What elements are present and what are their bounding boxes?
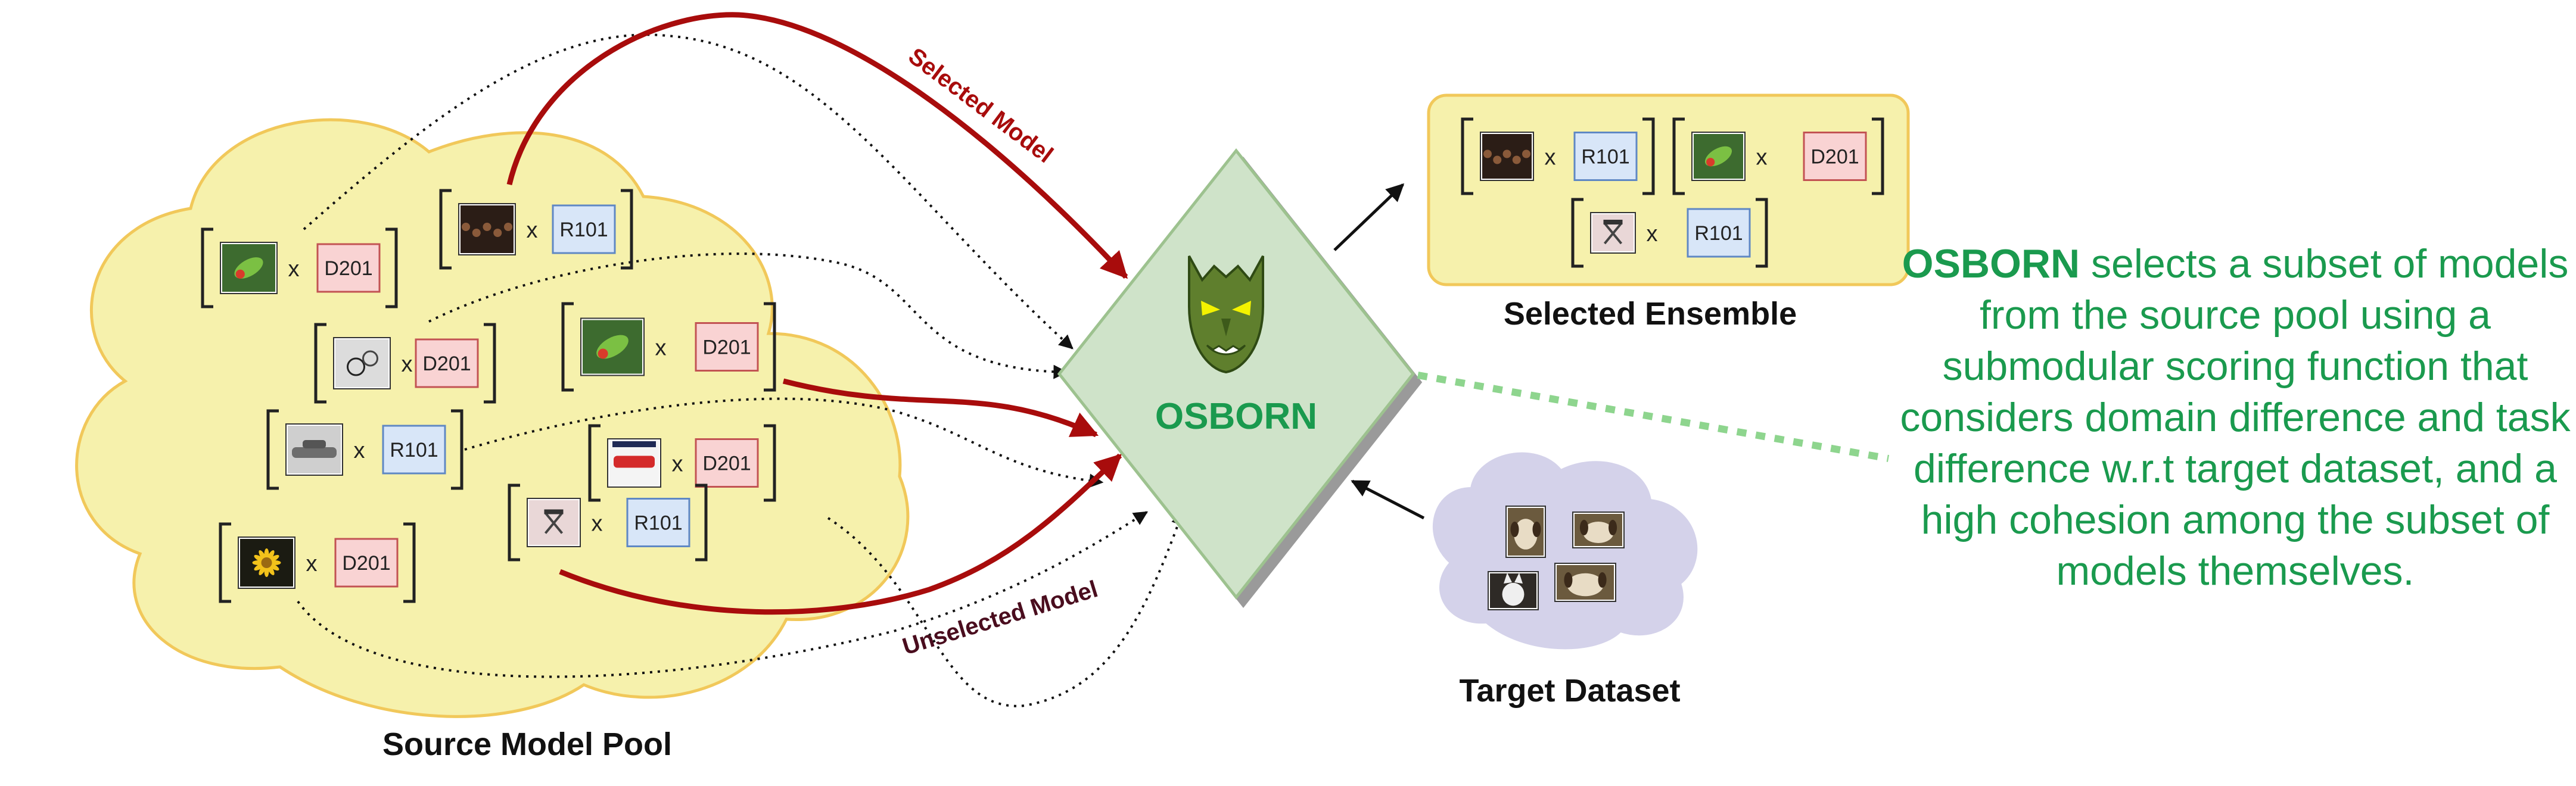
pool-pair-7: x R101 — [508, 484, 708, 562]
densenet-tag: D201 — [316, 243, 381, 293]
selected-ensemble-label: Selected Ensemble — [1504, 296, 1797, 332]
dog-image — [1554, 563, 1616, 602]
arch-label: D201 — [1810, 146, 1859, 169]
ensemble-pair-2: x D201 — [1672, 117, 1884, 195]
bracket — [439, 189, 633, 270]
bracket — [1571, 198, 1768, 268]
times-symbol: x — [527, 218, 538, 243]
selected-arrows — [506, 12, 1128, 615]
target-images — [1488, 506, 1625, 610]
arch-label: D201 — [324, 257, 372, 280]
bracket — [201, 227, 398, 308]
ensemble-pair-3: x R101 — [1571, 198, 1768, 268]
bike-image — [333, 337, 391, 389]
times-symbol: x — [1647, 222, 1658, 247]
bracket — [1461, 117, 1655, 195]
bracket — [219, 522, 416, 603]
times-symbol: x — [592, 511, 603, 537]
pool-pair-3: x D201 — [314, 323, 496, 404]
bracket — [266, 409, 463, 490]
cat-image — [1488, 571, 1539, 610]
chair-image — [527, 498, 581, 547]
dog-image — [1572, 511, 1625, 548]
parrot-image — [580, 317, 645, 376]
times-symbol: x — [288, 257, 300, 282]
bracket — [314, 323, 496, 404]
osborn-label: OSBORN — [1155, 396, 1317, 437]
resnet-tag: R101 — [552, 204, 616, 254]
osborn-diamond — [1057, 148, 1415, 600]
flower-image — [238, 537, 295, 589]
selected-ensemble-box — [1427, 93, 1910, 286]
crowd-image — [1480, 132, 1534, 181]
arch-label: D201 — [422, 353, 471, 375]
pool-pair-8: x D201 — [219, 522, 416, 603]
pool-pair-5: x R101 — [266, 409, 463, 490]
arch-label: R101 — [1581, 146, 1629, 169]
resnet-tag: R101 — [626, 498, 690, 547]
selected-arrow-2 — [782, 378, 1099, 438]
arch-label: R101 — [634, 512, 682, 535]
description-body: selects a subset of models from the sour… — [1900, 241, 2571, 594]
arch-label: D201 — [702, 336, 751, 359]
unselected-arrow-2 — [428, 252, 1068, 379]
pool-pair-2: x R101 — [439, 189, 633, 270]
output-arrow — [1333, 183, 1405, 251]
description-text: OSBORN selects a subset of models from t… — [1894, 238, 2576, 597]
crowd-image — [458, 203, 516, 255]
arch-label: R101 — [559, 219, 608, 241]
resnet-tag: R101 — [382, 425, 446, 475]
target-input-arrow — [1351, 479, 1425, 520]
resnet-tag: R101 — [1573, 132, 1638, 181]
arch-label: R101 — [390, 439, 438, 461]
sign-image — [607, 438, 661, 488]
arch-label: D201 — [342, 552, 390, 575]
densenet-tag: D201 — [415, 338, 479, 388]
ensemble-pair-1: x R101 — [1461, 117, 1655, 195]
times-symbol: x — [1756, 145, 1768, 170]
densenet-tag: D201 — [695, 438, 759, 488]
times-symbol: x — [306, 551, 318, 576]
description-highlight: OSBORN — [1902, 241, 2080, 286]
unselected-arrows — [297, 33, 1185, 707]
resnet-tag: R101 — [1687, 208, 1751, 258]
car-image — [285, 423, 343, 476]
arch-label: R101 — [1694, 222, 1743, 245]
target-dataset-label: Target Dataset — [1459, 673, 1680, 709]
bracket — [508, 484, 708, 562]
pool-pair-6: x D201 — [588, 424, 776, 502]
target-dataset-cloud — [1433, 452, 1698, 650]
chair-image — [1590, 212, 1636, 254]
times-symbol: x — [655, 336, 667, 361]
selected-arrow-3 — [559, 453, 1122, 615]
times-symbol: x — [1545, 145, 1556, 170]
parrot-image — [1691, 132, 1746, 181]
times-symbol: x — [402, 352, 413, 377]
selected-arrow-1 — [506, 12, 1128, 279]
times-symbol: x — [354, 438, 365, 463]
parrot-image — [220, 242, 278, 294]
source-pool-label: Source Model Pool — [382, 726, 672, 762]
densenet-tag: D201 — [334, 538, 399, 588]
densenet-tag: D201 — [1803, 132, 1867, 181]
arch-label: D201 — [702, 453, 751, 475]
dog-image — [1505, 506, 1546, 558]
pool-pair-4: x D201 — [561, 302, 776, 392]
bracket — [588, 424, 776, 502]
unselected-arrow-4 — [827, 510, 1185, 707]
goblin-mask-icon — [1188, 255, 1264, 374]
selected-model-label: Selected Model — [904, 43, 1058, 168]
bracket — [1672, 117, 1884, 195]
bracket — [561, 302, 776, 392]
densenet-tag: D201 — [695, 322, 759, 372]
pool-pair-1: x D201 — [201, 227, 398, 308]
description-link — [1417, 372, 1890, 462]
times-symbol: x — [672, 452, 683, 477]
